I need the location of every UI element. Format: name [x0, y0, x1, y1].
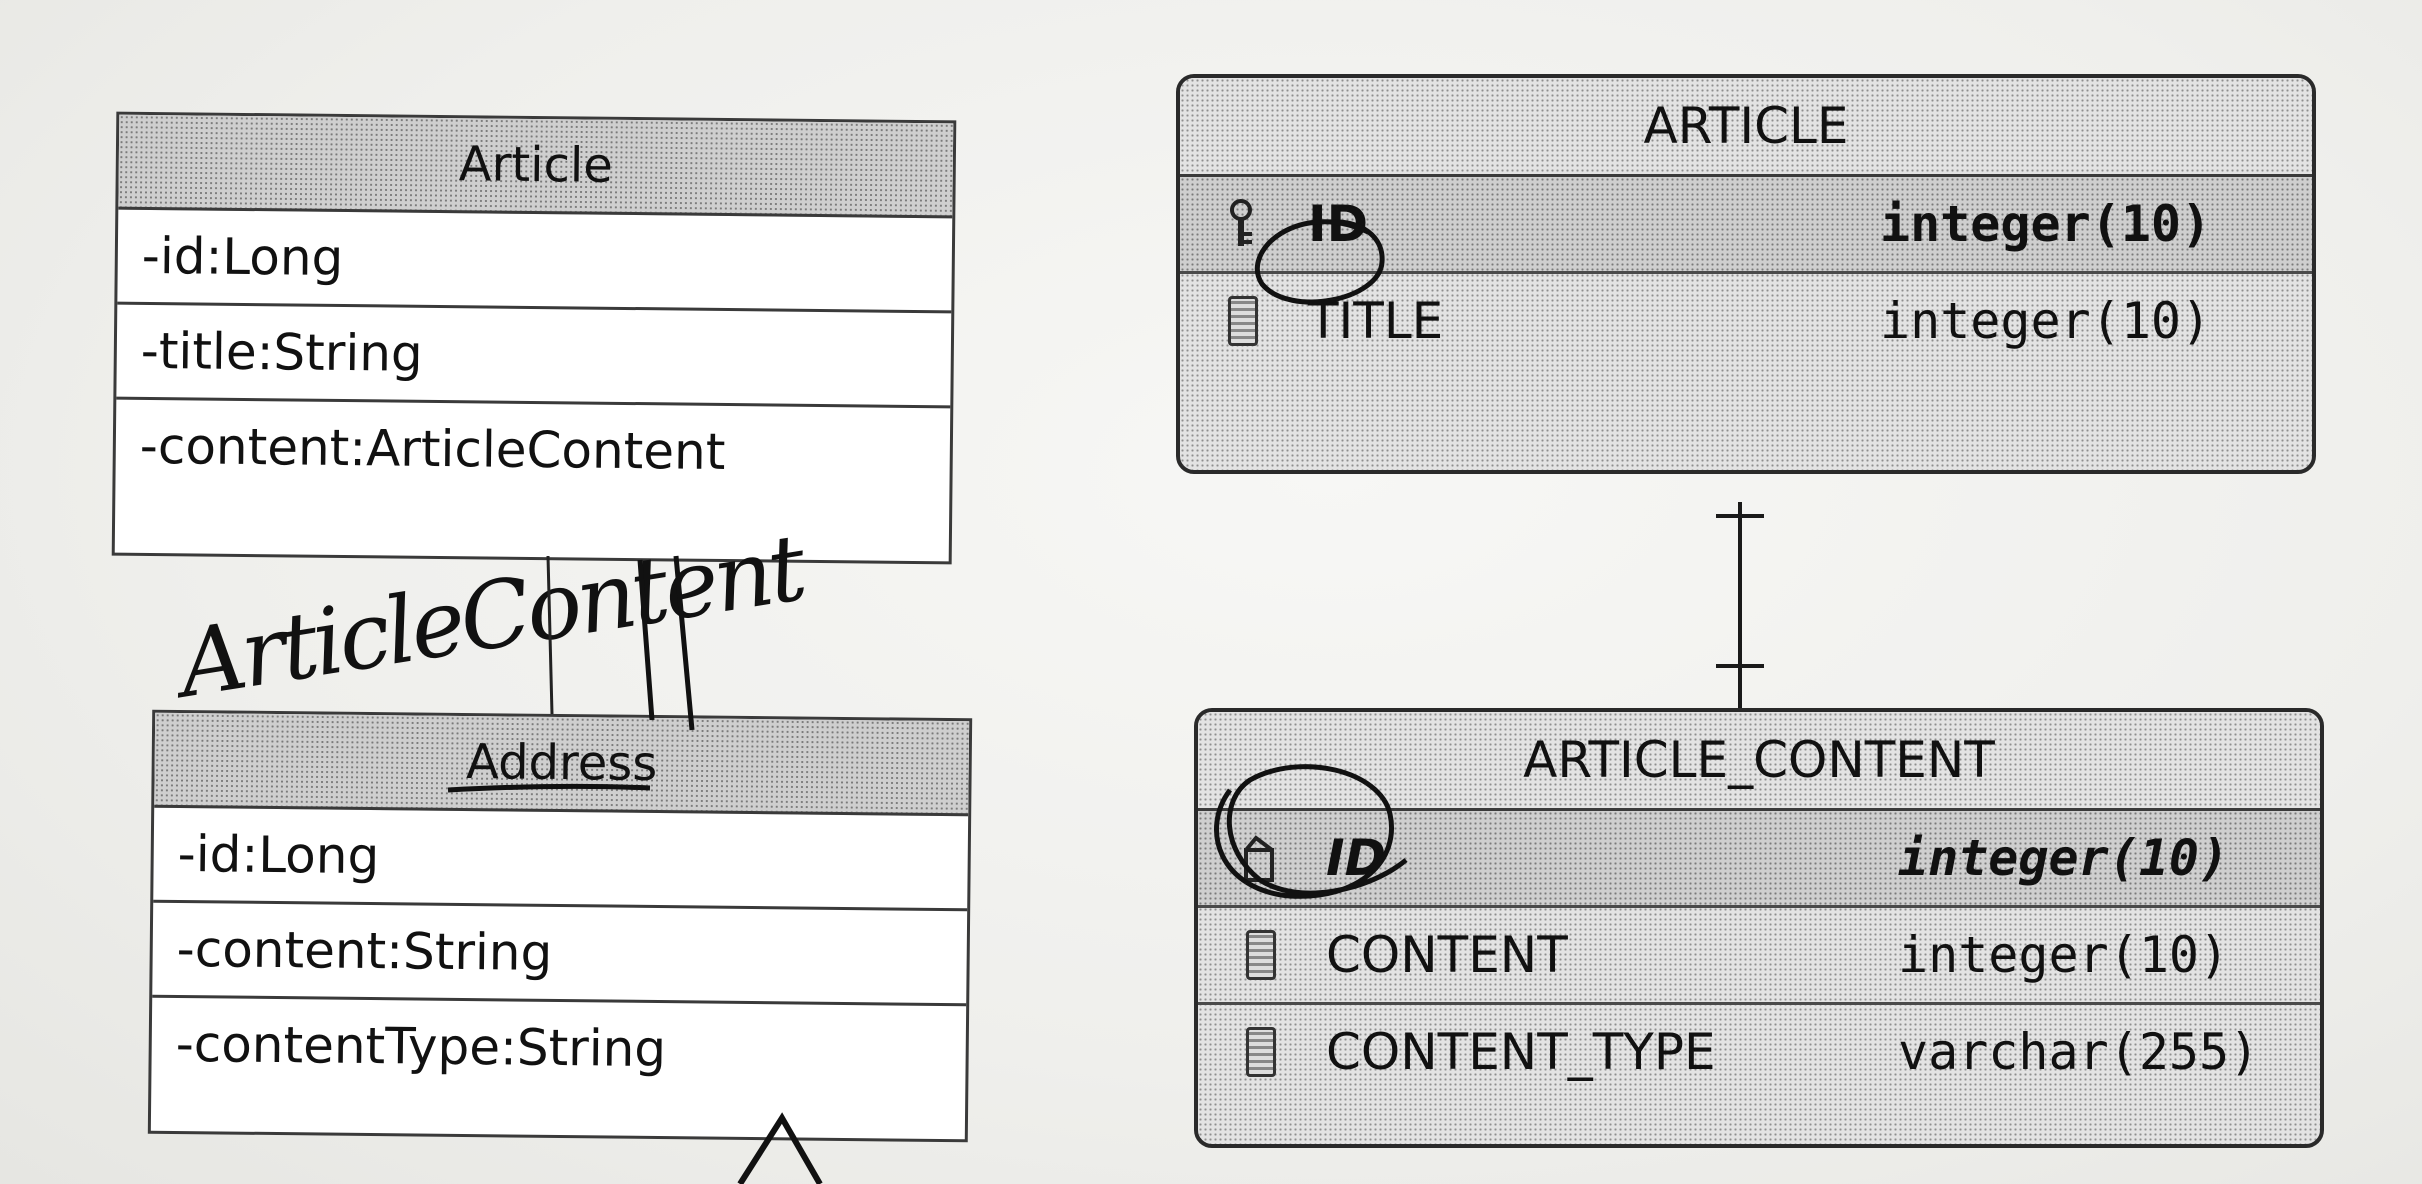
uml-attribute: -content:String — [152, 902, 968, 1007]
column-icon — [1246, 1027, 1276, 1077]
er-entity-title: ARTICLE — [1180, 78, 2312, 177]
uml-class-title: Article — [118, 114, 954, 219]
er-entity-title: ARTICLE_CONTENT — [1198, 712, 2320, 811]
er-column-row: CONTENT_TYPE varchar(255) — [1198, 1005, 2320, 1099]
er-column-name: ID — [1308, 195, 1369, 253]
er-column-name: ID — [1326, 829, 1387, 887]
er-column-type: integer(10) — [1898, 926, 2230, 984]
uml-attribute: -contentType:String — [175, 1014, 667, 1079]
primary-key-icon — [1230, 199, 1252, 246]
er-column-type: integer(10) — [1880, 195, 2212, 253]
er-column-row: TITLE integer(10) — [1180, 274, 2312, 368]
er-column-type: integer(10) — [1880, 292, 2212, 350]
uml-class-title-crossed: Address — [154, 712, 970, 817]
er-column-row: ID integer(10) — [1180, 177, 2312, 274]
column-icon — [1246, 930, 1276, 980]
er-entity-article[interactable]: ARTICLE ID integer(10) TITLE integer(10) — [1176, 74, 2316, 474]
er-column-name: CONTENT — [1326, 926, 1568, 984]
uml-class-address[interactable]: Address -id:Long -content:String -conten… — [147, 709, 973, 1143]
er-column-name: TITLE — [1308, 292, 1444, 350]
uml-class-title: Address — [465, 734, 658, 793]
column-icon — [1228, 296, 1258, 346]
er-column-type: integer(10) — [1898, 829, 2230, 887]
uml-attribute: -id:Long — [153, 807, 969, 912]
uml-attribute: -title:String — [116, 304, 952, 409]
er-column-row: ID integer(10) — [1198, 811, 2320, 908]
er-entity-article-content[interactable]: ARTICLE_CONTENT ID integer(10) CONTENT i… — [1194, 708, 2324, 1148]
uml-attribute: -content:ArticleContent — [139, 416, 726, 482]
er-column-row: CONTENT integer(10) — [1198, 908, 2320, 1005]
uml-attribute: -id:Long — [117, 209, 953, 314]
uml-class-article[interactable]: Article -id:Long -title:String -content:… — [111, 111, 957, 565]
er-column-name: CONTENT_TYPE — [1326, 1023, 1716, 1081]
primary-key-icon — [1244, 835, 1274, 882]
er-column-type: varchar(255) — [1898, 1023, 2260, 1081]
